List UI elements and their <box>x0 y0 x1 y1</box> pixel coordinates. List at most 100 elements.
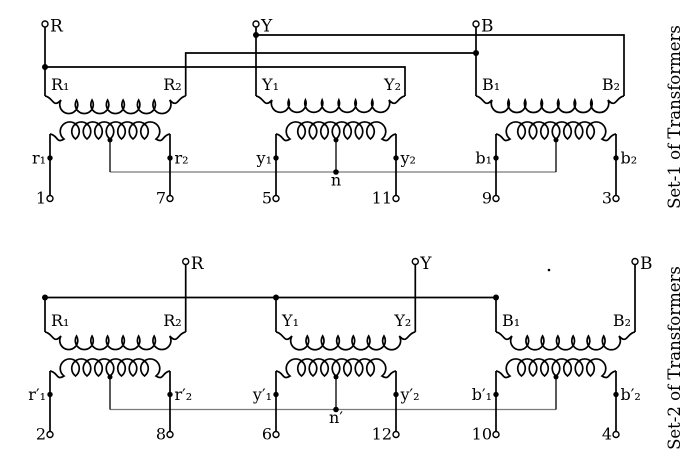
primary-start-label: Y₁ <box>281 311 299 330</box>
secondary-terminal-dot <box>613 391 619 398</box>
secondary-terminal-dot <box>47 391 53 398</box>
secondary-end-label: y′₂ <box>400 385 420 404</box>
primary-start-label: B₁ <box>502 311 520 330</box>
output-terminal <box>46 194 54 203</box>
center-tap-dot <box>107 137 113 143</box>
line-terminal-1-2 <box>472 20 480 28</box>
wire <box>475 95 625 114</box>
line-terminal-2-1 <box>411 257 419 266</box>
neutral-point-dot <box>333 406 339 413</box>
wire <box>275 331 416 351</box>
line-terminal-1-0 <box>41 20 49 28</box>
terminal-number-label: 8 <box>156 425 166 444</box>
secondary-terminal-dot <box>273 155 279 161</box>
primary-start-label: R₁ <box>51 75 69 94</box>
primary-end-label: R₂ <box>163 311 181 330</box>
secondary-end-label: y₂ <box>400 149 416 168</box>
secondary-end-label: b₂ <box>621 149 638 168</box>
secondary-terminal-dot <box>167 391 173 398</box>
primary-end-label: B₂ <box>602 75 620 94</box>
secondary-end-label: r₂ <box>175 149 189 168</box>
junction-dot <box>473 50 479 56</box>
line-terminal-label: B <box>640 254 653 274</box>
wire <box>44 95 186 115</box>
output-terminal <box>612 194 620 203</box>
wire <box>184 52 476 96</box>
primary-start-label: Y₁ <box>261 75 279 94</box>
junction-dot <box>42 294 48 301</box>
output-terminal <box>272 194 280 203</box>
output-terminal <box>492 194 500 203</box>
center-tap-dot <box>107 374 113 380</box>
line-terminal-1-1 <box>252 20 260 28</box>
junction-dot <box>42 64 48 70</box>
terminal-number-label: 11 <box>372 189 392 208</box>
stray-mark <box>547 268 551 272</box>
center-tap-dot <box>333 374 339 380</box>
secondary-terminal-dot <box>167 155 173 161</box>
set-side-label: Set-2 of Transformers <box>665 266 684 450</box>
set-1: R R₁ R₂ r₁ r₂ 1 7 Y Y₁ Y₂ y₁ y₂ 5 11 B B₁ B₂ b₁ b₂ 9 3 n Set-1… <box>32 17 684 209</box>
terminal-number-label: 4 <box>602 425 612 444</box>
line-terminal-label: Y <box>260 17 273 37</box>
terminal-number-label: 2 <box>36 425 46 444</box>
set-side-label: Set-1 of Transformers <box>665 25 684 209</box>
wire <box>255 95 406 114</box>
terminal-number-label: 3 <box>602 189 612 208</box>
secondary-terminal-dot <box>47 155 53 161</box>
junction-dot <box>253 32 259 38</box>
junction-dot <box>273 294 279 301</box>
terminal-number-label: 1 <box>36 189 46 208</box>
secondary-terminal-dot <box>493 155 499 161</box>
terminal-number-label: 9 <box>482 189 492 208</box>
line-terminal-label: Y <box>419 254 432 274</box>
secondary-start-label: r′₁ <box>28 385 46 404</box>
secondary-terminal-dot <box>493 391 499 398</box>
primary-start-label: B₁ <box>482 75 500 94</box>
primary-end-label: R₂ <box>163 75 181 94</box>
line-terminal-label: R <box>191 254 205 274</box>
terminal-number-label: 6 <box>262 425 272 444</box>
neutral-point-label: n <box>331 171 341 190</box>
output-terminal <box>166 194 174 203</box>
secondary-start-label: y′₁ <box>252 385 272 404</box>
center-tap-dot <box>553 137 559 143</box>
output-terminal <box>492 430 500 439</box>
neutral-point-dot <box>333 169 339 175</box>
secondary-start-label: b₁ <box>475 149 492 168</box>
secondary-terminal-dot <box>273 391 279 398</box>
center-tap-dot <box>333 137 339 143</box>
secondary-start-label: b′₁ <box>472 385 492 404</box>
secondary-terminal-dot <box>393 155 399 161</box>
wire <box>495 331 636 351</box>
junction-dot <box>493 294 499 301</box>
terminal-number-label: 7 <box>156 189 166 208</box>
primary-start-label: R₁ <box>51 311 69 330</box>
terminal-number-label: 12 <box>372 425 392 444</box>
secondary-start-label: y₁ <box>256 149 272 168</box>
output-terminal <box>272 430 280 439</box>
line-terminal-2-2 <box>631 257 639 266</box>
primary-end-label: Y₂ <box>383 75 401 94</box>
output-terminal <box>392 194 400 203</box>
wire <box>45 66 406 96</box>
secondary-end-label: r′₂ <box>175 385 193 404</box>
center-tap-dot <box>553 374 559 380</box>
output-terminal <box>612 430 620 439</box>
primary-end-label: Y₂ <box>393 311 411 330</box>
line-terminal-label: B <box>481 17 494 37</box>
line-terminal-2-0 <box>181 257 190 266</box>
primary-end-label: B₂ <box>613 311 631 330</box>
output-terminal <box>46 430 54 439</box>
terminal-number-label: 5 <box>262 189 272 208</box>
output-terminal <box>392 430 400 439</box>
secondary-terminal-dot <box>393 391 399 398</box>
wire <box>44 331 186 351</box>
secondary-start-label: r₁ <box>32 149 46 168</box>
line-terminal-label: R <box>50 17 64 37</box>
wire <box>256 34 625 96</box>
secondary-end-label: b′₂ <box>621 385 641 404</box>
